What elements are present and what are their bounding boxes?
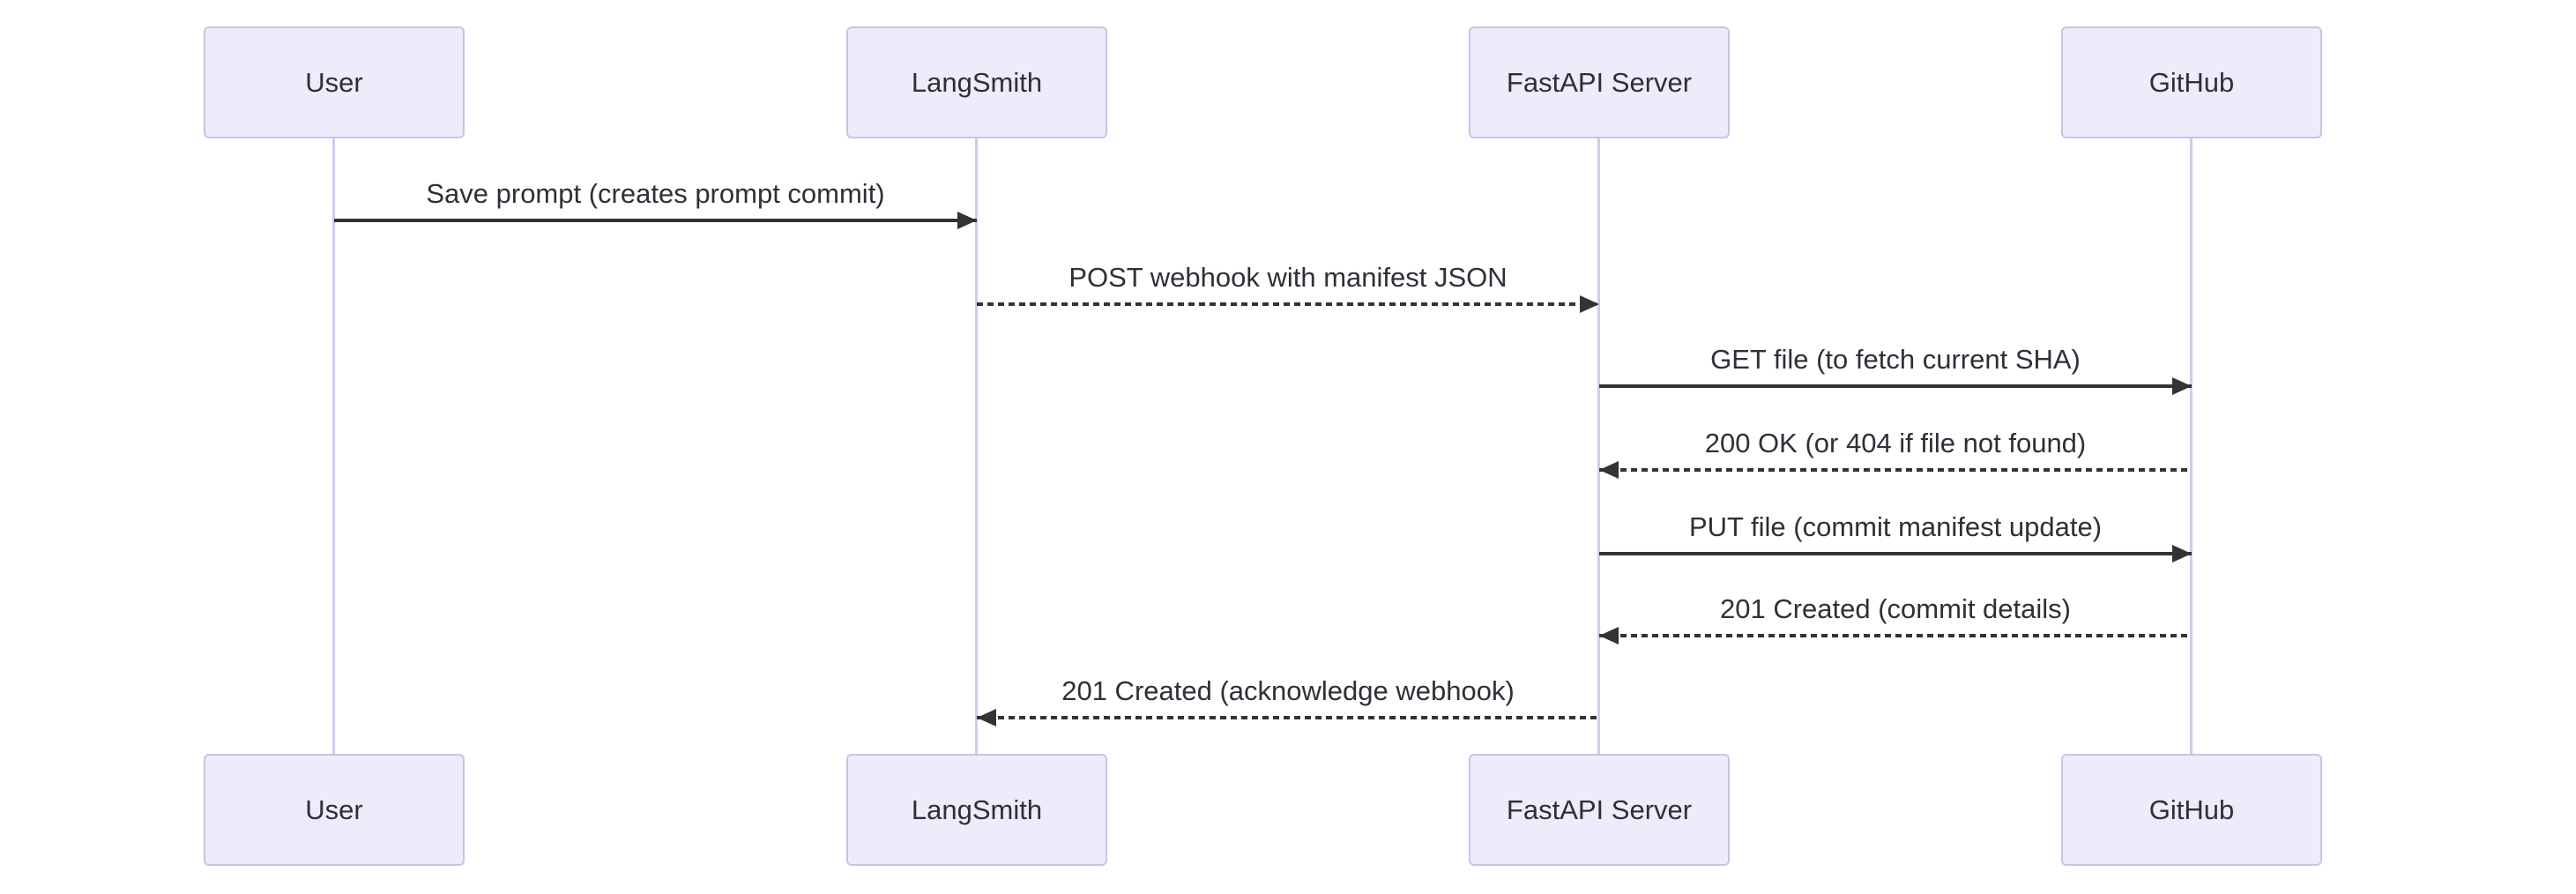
message-label: POST webhook with manifest JSON bbox=[1068, 262, 1508, 293]
actor-box-langsmith-bottom: LangSmith bbox=[846, 754, 1107, 866]
arrowhead-right-icon bbox=[2172, 545, 2192, 562]
actor-box-user-top: User bbox=[204, 26, 465, 138]
message-label: 201 Created (acknowledge webhook) bbox=[1061, 675, 1515, 706]
lifeline-user bbox=[332, 138, 335, 754]
actor-label: User bbox=[305, 793, 363, 825]
message-label: 201 Created (commit details) bbox=[1720, 593, 2071, 624]
message-201-created-ack: 201 Created (acknowledge webhook) bbox=[977, 670, 1599, 726]
arrowhead-left-icon bbox=[1599, 627, 1619, 644]
message-post-webhook: POST webhook with manifest JSON bbox=[977, 257, 1599, 313]
actor-box-langsmith-top: LangSmith bbox=[846, 26, 1107, 138]
message-put-file: PUT file (commit manifest update) bbox=[1599, 506, 2192, 562]
arrowhead-left-icon bbox=[1599, 461, 1619, 479]
actor-label: FastAPI Server bbox=[1506, 66, 1693, 98]
actor-box-fastapi-top: FastAPI Server bbox=[1469, 26, 1730, 138]
message-line bbox=[977, 716, 1599, 719]
message-label: GET file (to fetch current SHA) bbox=[1710, 344, 2081, 375]
arrowhead-right-icon bbox=[957, 212, 977, 229]
message-save-prompt: Save prompt (creates prompt commit) bbox=[334, 173, 977, 229]
message-200-ok: 200 OK (or 404 if file not found) bbox=[1599, 422, 2192, 479]
actor-label: GitHub bbox=[2148, 793, 2235, 825]
message-line bbox=[1599, 468, 2192, 472]
arrowhead-left-icon bbox=[977, 709, 996, 726]
arrowhead-right-icon bbox=[1580, 295, 1599, 313]
message-201-created-details: 201 Created (commit details) bbox=[1599, 588, 2192, 644]
lifeline-langsmith bbox=[975, 138, 978, 754]
actor-box-github-top: GitHub bbox=[2061, 26, 2322, 138]
actor-label: LangSmith bbox=[911, 66, 1043, 98]
message-line bbox=[1599, 552, 2192, 555]
actor-box-fastapi-bottom: FastAPI Server bbox=[1469, 754, 1730, 866]
actor-box-github-bottom: GitHub bbox=[2061, 754, 2322, 866]
actor-label: FastAPI Server bbox=[1506, 793, 1693, 825]
arrowhead-right-icon bbox=[2172, 377, 2192, 395]
actor-label: User bbox=[305, 66, 363, 98]
message-line bbox=[1599, 634, 2192, 637]
actor-label: LangSmith bbox=[911, 793, 1043, 825]
actor-label: GitHub bbox=[2148, 66, 2235, 98]
message-get-file: GET file (to fetch current SHA) bbox=[1599, 339, 2192, 395]
message-line bbox=[1599, 384, 2192, 388]
lifeline-fastapi bbox=[1597, 138, 1600, 754]
actor-box-user-bottom: User bbox=[204, 754, 465, 866]
message-line bbox=[977, 302, 1599, 306]
message-label: PUT file (commit manifest update) bbox=[1688, 511, 2103, 542]
lifeline-github bbox=[2190, 138, 2193, 754]
message-label: 200 OK (or 404 if file not found) bbox=[1704, 428, 2087, 458]
message-label: Save prompt (creates prompt commit) bbox=[426, 178, 885, 209]
message-line bbox=[334, 219, 977, 222]
